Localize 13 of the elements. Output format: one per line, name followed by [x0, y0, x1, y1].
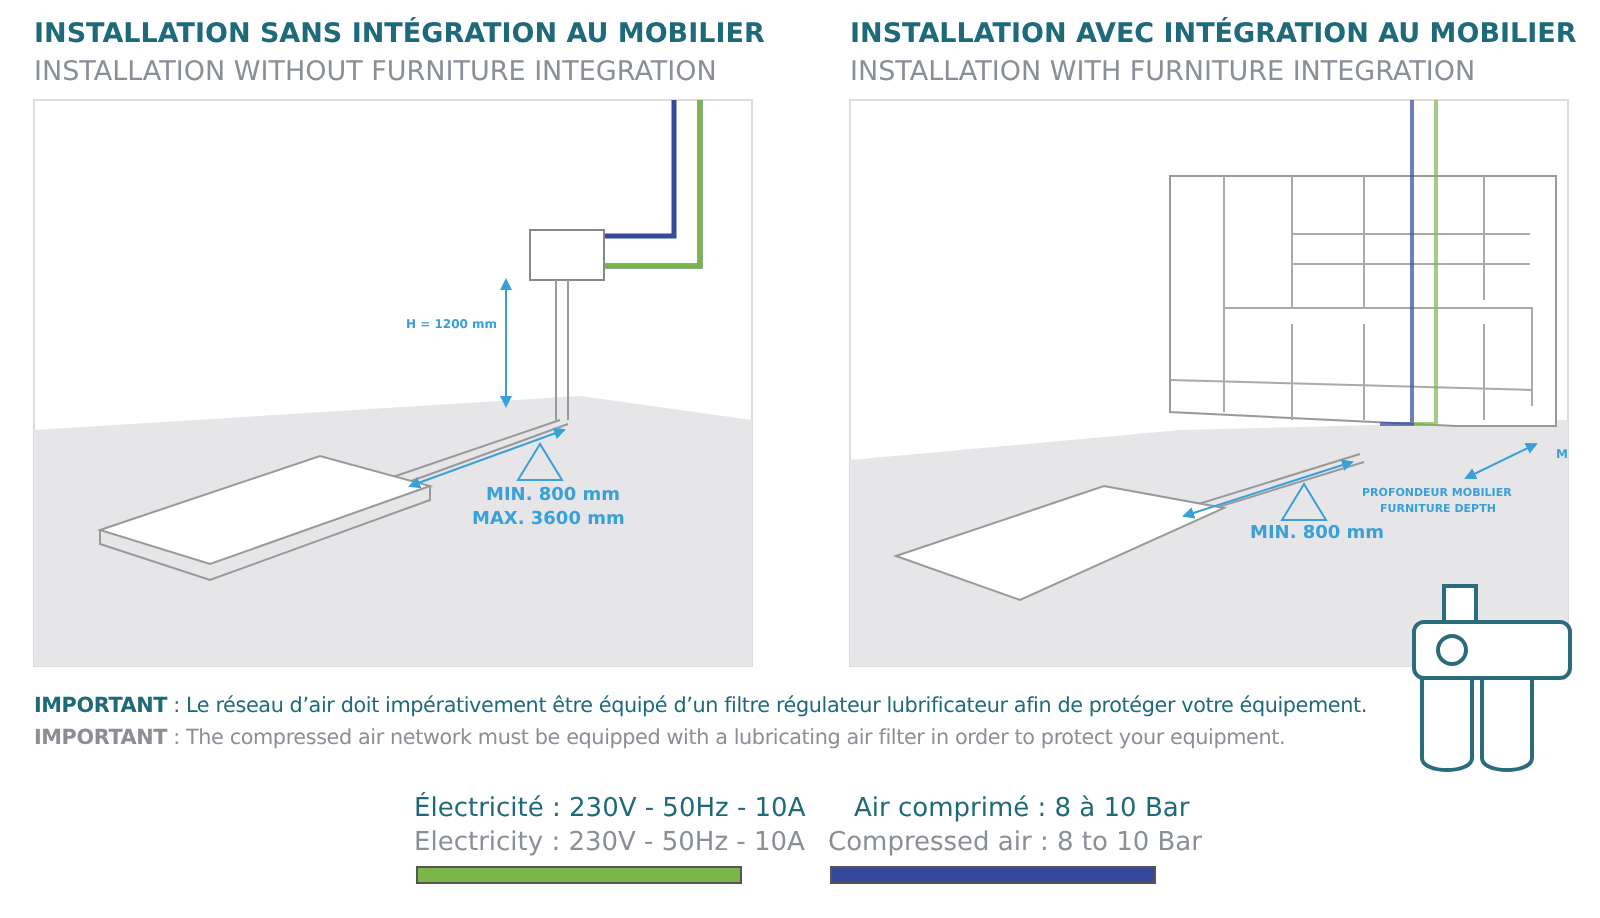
- dimension-label: MIN. 800 mm: [1250, 526, 1385, 544]
- dimension-label: MAX. 3600 mm: [472, 512, 625, 530]
- note-text: IMPORTANT : Le réseau d’air doit impérativement être équipé d’un filtre régulateur lubrificateur afin de protéger votre équipement.: [34, 696, 1367, 717]
- panel-heading: INSTALLATION SANS INTÉGRATION AU MOBILIER: [34, 22, 765, 49]
- panel-heading: INSTALLATION AVEC INTÉGRATION AU MOBILIER: [850, 22, 1577, 49]
- legend-text: Air comprimé : 8 à 10 Bar: [854, 796, 1190, 822]
- dimension-label: MIN. 800 mm: [486, 488, 621, 506]
- panel-subheading: INSTALLATION WITH FURNITURE INTEGRATION: [850, 60, 1476, 87]
- legend-text: Compressed air : 8 to 10 Bar: [828, 830, 1202, 856]
- legend-text: Électricité : 230V - 50Hz - 10A: [414, 796, 806, 822]
- panel-subheading: INSTALLATION WITHOUT FURNITURE INTEGRATION: [34, 60, 717, 87]
- legend-text: Electricity : 230V - 50Hz - 10A: [414, 830, 805, 856]
- note-text: IMPORTANT : The compressed air network must be equipped with a lubricating air filter in order to protect your equipment.: [34, 728, 1286, 749]
